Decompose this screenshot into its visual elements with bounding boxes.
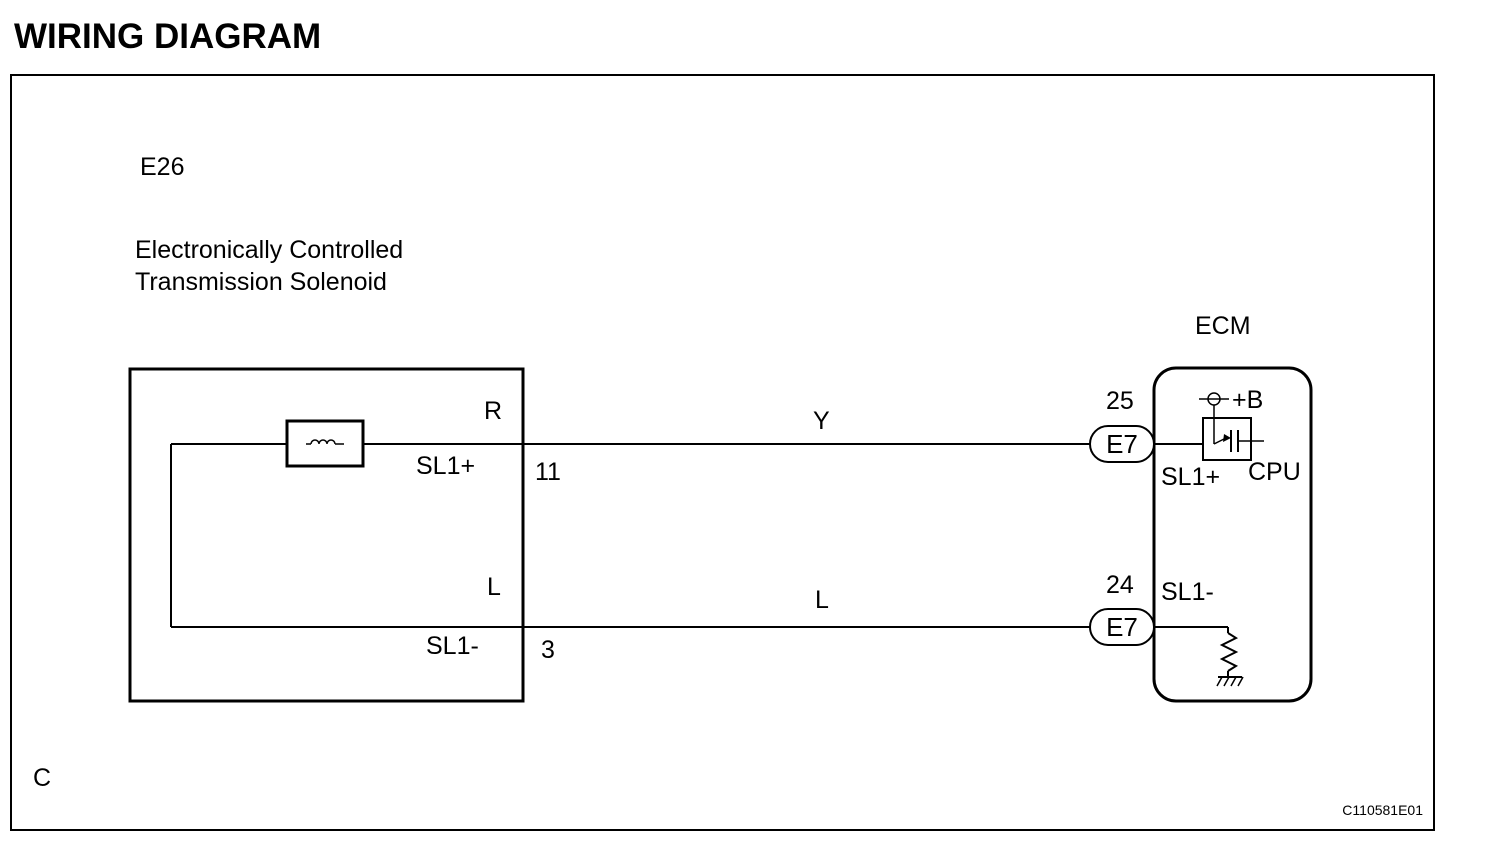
ecm-terminal-sl1-minus: SL1- — [1161, 578, 1214, 606]
solenoid-name-line1: Electronically Controlled — [135, 236, 403, 264]
solenoid-coil-icon — [285, 419, 365, 468]
page-title: WIRING DIAGRAM — [14, 17, 321, 56]
solenoid-internal-wiring — [170, 443, 523, 628]
ecm-pin-bottom: 24 — [1106, 571, 1134, 599]
supply-icon — [1199, 392, 1229, 406]
ecm-plug-top-label: E7 — [1106, 429, 1138, 459]
solenoid-pin-bottom: 3 — [541, 636, 555, 664]
wire-bottom-color: L — [815, 586, 829, 614]
resistor-icon — [1219, 632, 1239, 676]
ground-icon — [1216, 676, 1244, 687]
ecm-plug-bottom-label: E7 — [1106, 612, 1138, 642]
wire-top-color: Y — [813, 407, 830, 435]
solenoid-terminal-sl1-plus: SL1+ — [416, 452, 475, 480]
solenoid-terminal-sl1-minus: SL1- — [426, 632, 479, 660]
transistor-icon — [1202, 400, 1264, 461]
ecm-plug-bottom: E7 — [1089, 608, 1155, 646]
ecm-box — [1152, 366, 1313, 703]
solenoid-top-wire-color: R — [484, 397, 502, 425]
ecm-pin-top: 25 — [1106, 387, 1134, 415]
ecm-supply-label: +B — [1232, 386, 1263, 414]
solenoid-pin-top: 11 — [535, 458, 561, 486]
solenoid-bottom-wire-color: L — [487, 573, 501, 601]
ecm-sl1-minus-circuit — [1154, 626, 1229, 633]
solenoid-box — [128, 367, 525, 703]
ecm-terminal-sl1-plus: SL1+ — [1161, 463, 1220, 491]
figure-code: C110581E01 — [1342, 802, 1423, 818]
solenoid-connector-code: E26 — [140, 153, 184, 181]
ecm-plug-top: E7 — [1089, 425, 1155, 463]
diagram-frame — [10, 74, 1435, 831]
solenoid-name-line2: Transmission Solenoid — [135, 268, 387, 296]
ecm-cpu-label: CPU — [1248, 458, 1301, 486]
ecm-title: ECM — [1195, 312, 1251, 340]
figure-tag: C — [33, 764, 51, 792]
